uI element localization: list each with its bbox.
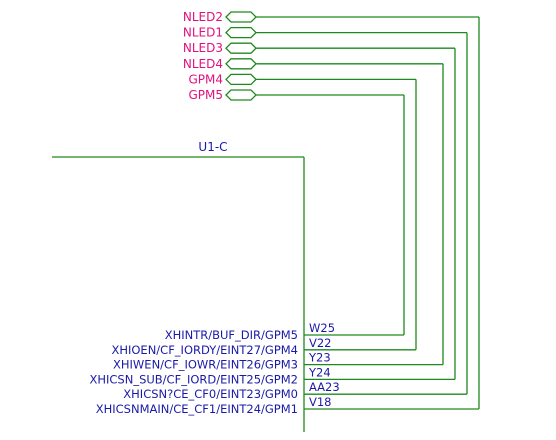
- net-port-flag: [225, 73, 257, 86]
- pin-number-label: V18: [309, 395, 332, 409]
- net-port-label: GPM5: [188, 88, 223, 102]
- net-port-label: NLED4: [183, 57, 223, 71]
- pin-group: XHINTR/BUF_DIR/GPM5 W25XHIOEN/CF_IORDY/EI…: [89, 321, 339, 416]
- net-port-flag: [225, 58, 257, 70]
- pin-function-label: XHICSN_SUB/CF_IORD/EINT25/GPM2: [89, 372, 298, 386]
- net-port-label: NLED3: [183, 41, 223, 55]
- pin-function-label: XHINTR/BUF_DIR/GPM5: [165, 328, 298, 342]
- pin-function-label: XHICSN?CE_CF0/EINT23/GPM0: [123, 387, 298, 401]
- pin-number-label: AA23: [309, 380, 340, 394]
- net-port-flag: [225, 89, 257, 101]
- net-port-flag: [225, 26, 257, 39]
- component-reference-label: U1-C: [198, 140, 227, 154]
- net-port-flag: [225, 42, 257, 54]
- net-port-label: GPM4: [188, 72, 223, 86]
- pin-function-label: XHICSNMAIN/CE_CF1/EINT24/GPM1: [96, 402, 298, 416]
- net-port-label: NLED1: [183, 26, 223, 40]
- net-port-label: NLED2: [183, 10, 223, 24]
- pin-function-label: XHIWEN/CF_IOWR/EINT26/GPM3: [113, 358, 298, 372]
- wire-group: [256, 16, 480, 410]
- component-body: [52, 156, 305, 432]
- pin-number-label: V22: [309, 336, 332, 350]
- pin-function-label: XHIOEN/CF_IORDY/EINT27/GPM4: [111, 343, 298, 357]
- pin-number-label: Y23: [308, 351, 331, 365]
- pin-number-label: W25: [309, 321, 335, 335]
- net-port-flag: [225, 11, 257, 23]
- pin-number-label: Y24: [308, 365, 331, 379]
